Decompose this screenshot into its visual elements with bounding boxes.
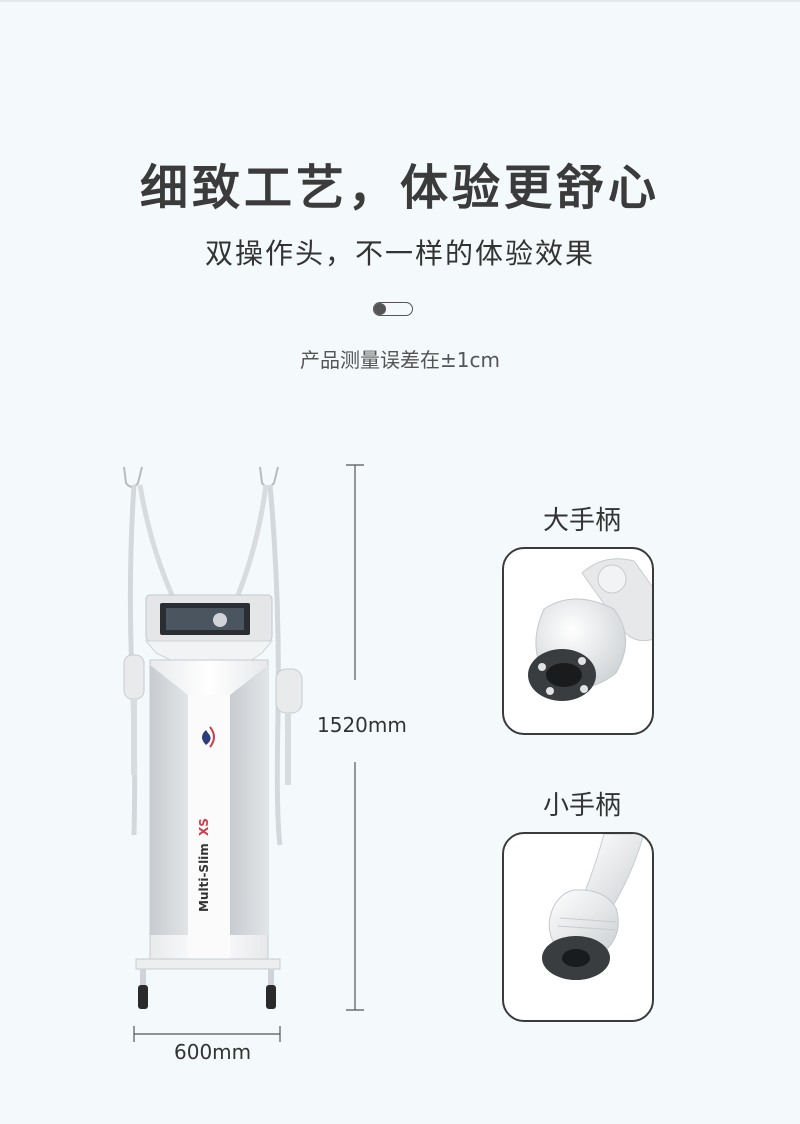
large-handle-card bbox=[502, 547, 654, 735]
measurement-note: 产品测量误差在±1cm bbox=[300, 348, 500, 372]
width-dimension-line bbox=[133, 1026, 281, 1042]
small-handle-card bbox=[502, 832, 654, 1022]
brand-name: Multi-Slim bbox=[197, 843, 211, 912]
machine-illustration bbox=[123, 466, 303, 1009]
toggle-knob bbox=[374, 302, 386, 315]
top-divider bbox=[0, 0, 800, 2]
small-handle-label: 小手柄 bbox=[542, 791, 621, 821]
small-handle-image bbox=[542, 834, 645, 980]
page-title: 细致工艺，体验更舒心 bbox=[139, 160, 660, 216]
page-subtitle: 双操作头，不一样的体验效果 bbox=[204, 237, 595, 270]
machine-brand-text: Multi-Slim XS bbox=[195, 818, 215, 920]
large-handle-image bbox=[528, 558, 652, 701]
height-dimension-line bbox=[346, 464, 364, 1011]
large-handle-label: 大手柄 bbox=[542, 506, 621, 536]
height-dimension-label: 1520mm bbox=[317, 713, 407, 737]
toggle-switch-icon bbox=[373, 302, 413, 316]
width-dimension-label: 600mm bbox=[174, 1040, 252, 1064]
brand-model: XS bbox=[197, 818, 211, 836]
